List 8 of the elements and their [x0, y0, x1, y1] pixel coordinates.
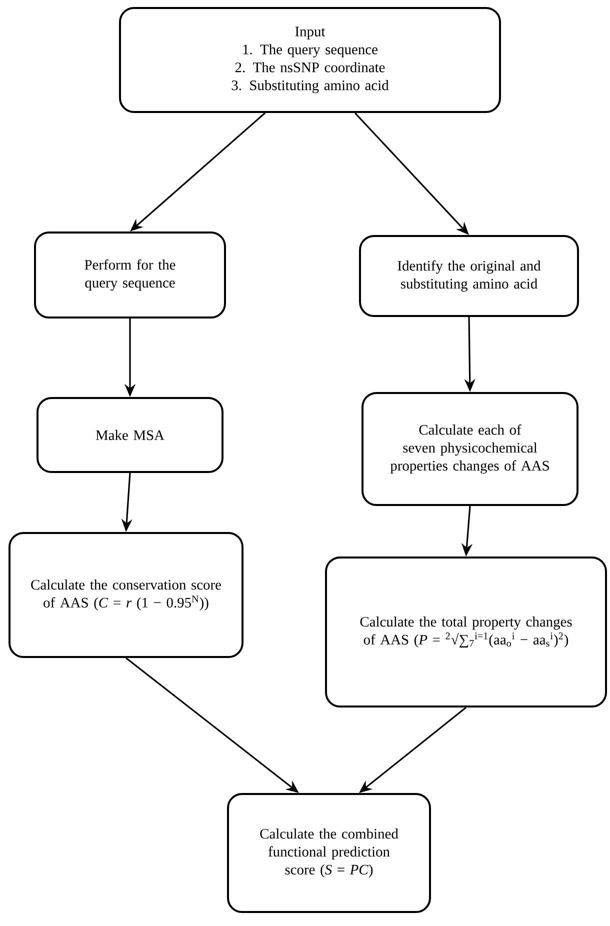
process-box: Calculate each of seven physicochemical properties changes of AAS — [362, 392, 578, 506]
process-box: Input 1. The query sequence 2. The nsSNP coordinate 3. Substituting amino acid — [119, 7, 501, 113]
process-box: Calculate the total property changes of AAS (P = $^{2}$√∑$_{7}$$^{i=1}$(aa$_{o}$$^{i}$ − aa$_{s}$$^{i}$)$^{2}$) — [325, 556, 607, 708]
process-box: Calculate the combined functional prediction score (S = PC) — [227, 793, 431, 913]
process-box: Identify the original and substituting amino acid — [359, 235, 579, 317]
process-box: Perform for the query sequence — [34, 232, 226, 318]
process-box: Make MSA — [36, 397, 224, 473]
process-box: Calculate the conservation score of AAS (C = r (1 − 0.95$^{N}$)) — [8, 532, 244, 658]
